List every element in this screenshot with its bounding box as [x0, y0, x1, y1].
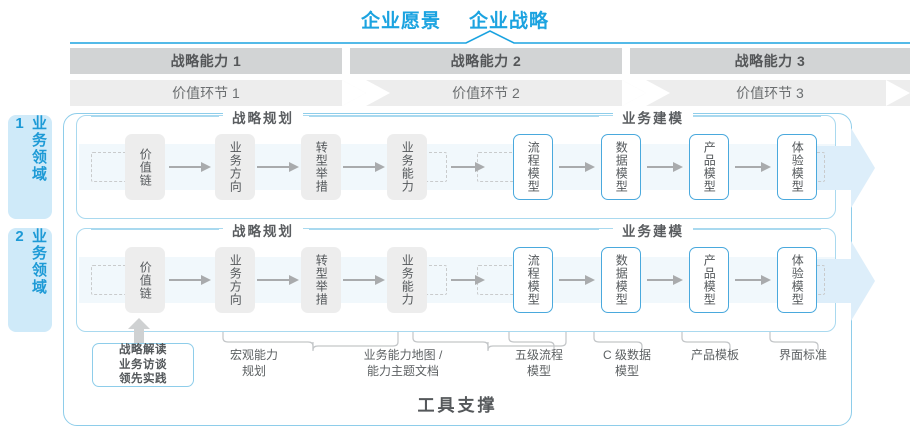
- tool-label-1: 宏观能力规划: [200, 347, 308, 379]
- lane-1-arrow-7-icon: [735, 162, 771, 172]
- tool-label-4: C 级数据模型: [582, 347, 672, 379]
- support-bar: 工具支撑: [63, 388, 852, 418]
- tool-brace-connectors: [222, 332, 819, 351]
- lane-2-node-3[interactable]: 转型举措: [301, 247, 341, 313]
- lane-1-node-4[interactable]: 业务能力: [387, 134, 427, 200]
- lane-2-arrow-7-icon: [735, 275, 771, 285]
- tool-label-5: 产品模板: [670, 347, 760, 363]
- capability-cell-3[interactable]: 战略能力 3: [630, 48, 910, 74]
- enterprise-strategy-title: 企业战略: [469, 11, 550, 32]
- lane-2-node-7[interactable]: 产品模型: [689, 247, 729, 313]
- tool-label-4-text: C 级数据模型: [602, 348, 651, 379]
- lane-1-node-3[interactable]: 转型举措: [301, 134, 341, 200]
- lane-1-arrow-2-icon: [257, 162, 299, 172]
- lane-1-arrow-5-icon: [559, 162, 595, 172]
- value-link-cell-3[interactable]: 价值环节 3: [630, 80, 910, 106]
- support-title: 工具支撑: [417, 395, 498, 415]
- lane-2-rule-mid: [309, 229, 599, 230]
- capability-cell-1[interactable]: 战略能力 1: [70, 48, 342, 74]
- value-link-label-1: 价值环节 1: [172, 85, 240, 101]
- lane-2-node-4[interactable]: 业务能力: [387, 247, 427, 313]
- capability-header-row: 战略能力 1 战略能力 2 战略能力 3: [70, 48, 910, 74]
- lane-2-node-2[interactable]: 业务方向: [215, 247, 255, 313]
- tool-label-6: 界面标准: [758, 347, 848, 363]
- lane-1-section-modeling: 业务建模: [613, 107, 693, 127]
- lane-1-flow-arrow-icon: [817, 128, 875, 208]
- domain-label-2: 业务领域 2: [11, 228, 47, 296]
- tool-label-2: 业务能力地图 /能力主题文档: [338, 347, 468, 379]
- lane-business-domain-2: 战略规划 业务建模 价值链 业务方向 转型举措 业务能力 流程模型 数据模型 产…: [76, 220, 875, 332]
- tool-label-5-text: 产品模板: [690, 348, 739, 362]
- tool-label-2-text: 业务能力地图 /能力主题文档: [363, 348, 443, 379]
- lane-1-arrow-3-icon: [343, 162, 385, 172]
- lane-2-arrow-6-icon: [647, 275, 683, 285]
- lane-1-section-planning: 战略规划: [223, 107, 303, 127]
- lane-2-section-modeling: 业务建模: [613, 220, 693, 240]
- capability-label-2: 战略能力 2: [450, 53, 522, 69]
- lane-2-section-planning: 战略规划: [223, 220, 303, 240]
- tool-to-node-up-arrow-icon: [128, 318, 150, 346]
- tool-label-6-text: 界面标准: [778, 348, 827, 362]
- lane-1-arrow-4-icon: [451, 162, 485, 172]
- lane-1-arrow-6-icon: [647, 162, 683, 172]
- lane-1-node-7[interactable]: 产品模型: [689, 134, 729, 200]
- peak-connector-line: [70, 30, 910, 44]
- lane-1-node-8[interactable]: 体验模型: [777, 134, 817, 200]
- lane-1-rule-right: [689, 116, 821, 117]
- tool-label-1-text: 宏观能力规划: [229, 348, 278, 379]
- lane-2-node-6[interactable]: 数据模型: [601, 247, 641, 313]
- lane-2-arrow-1-icon: [169, 275, 211, 285]
- lane-2-arrow-3-icon: [343, 275, 385, 285]
- capability-cell-2[interactable]: 战略能力 2: [350, 48, 622, 74]
- tool-box-strategy-inputs[interactable]: 战略解读业务访谈领先实践: [92, 343, 194, 387]
- lane-2-arrow-2-icon: [257, 275, 299, 285]
- value-link-row: 价值环节 1 价值环节 2 价值环节 3: [70, 80, 910, 106]
- value-link-cell-2[interactable]: 价值环节 2: [350, 80, 622, 106]
- lane-2-node-8[interactable]: 体验模型: [777, 247, 817, 313]
- lane-1-node-1[interactable]: 价值链: [125, 134, 165, 200]
- value-link-cell-1[interactable]: 价值环节 1: [70, 80, 342, 106]
- capability-label-1: 战略能力 1: [170, 53, 242, 69]
- lane-2-rule-left: [91, 229, 219, 230]
- lane-2-arrow-5-icon: [559, 275, 595, 285]
- lane-2-arrow-4-icon: [451, 275, 485, 285]
- lane-2-flow-arrow-icon: [817, 241, 875, 321]
- lane-1-arrow-1-icon: [169, 162, 211, 172]
- lane-1-node-5[interactable]: 流程模型: [513, 134, 553, 200]
- top-titles: 企业愿景 企业战略: [0, 6, 910, 33]
- domain-tab-1[interactable]: 业务领域 1: [8, 115, 52, 219]
- lane-1-rule-mid: [309, 116, 599, 117]
- value-link-label-3: 价值环节 3: [736, 85, 804, 101]
- tool-box-text: 战略解读业务访谈领先实践: [119, 343, 167, 386]
- lane-2-node-1[interactable]: 价值链: [125, 247, 165, 313]
- domain-label-1: 业务领域 1: [11, 115, 47, 183]
- enterprise-vision-title: 企业愿景: [360, 11, 441, 32]
- lane-1-node-6[interactable]: 数据模型: [601, 134, 641, 200]
- tool-label-3: 五级流程模型: [494, 347, 584, 379]
- lane-business-domain-1: 战略规划 业务建模 价值链 业务方向 转型举措 业务能力 流程模型 数据模型 产…: [76, 107, 875, 219]
- lane-2-node-5[interactable]: 流程模型: [513, 247, 553, 313]
- capability-label-3: 战略能力 3: [734, 53, 806, 69]
- lane-1-node-2[interactable]: 业务方向: [215, 134, 255, 200]
- value-link-label-2: 价值环节 2: [452, 85, 520, 101]
- value-link-chevron-shapes: [70, 80, 910, 106]
- tool-label-3-text: 五级流程模型: [514, 348, 563, 379]
- lane-1-rule-left: [91, 116, 219, 117]
- domain-tab-2[interactable]: 业务领域 2: [8, 228, 52, 332]
- lane-2-rule-right: [689, 229, 821, 230]
